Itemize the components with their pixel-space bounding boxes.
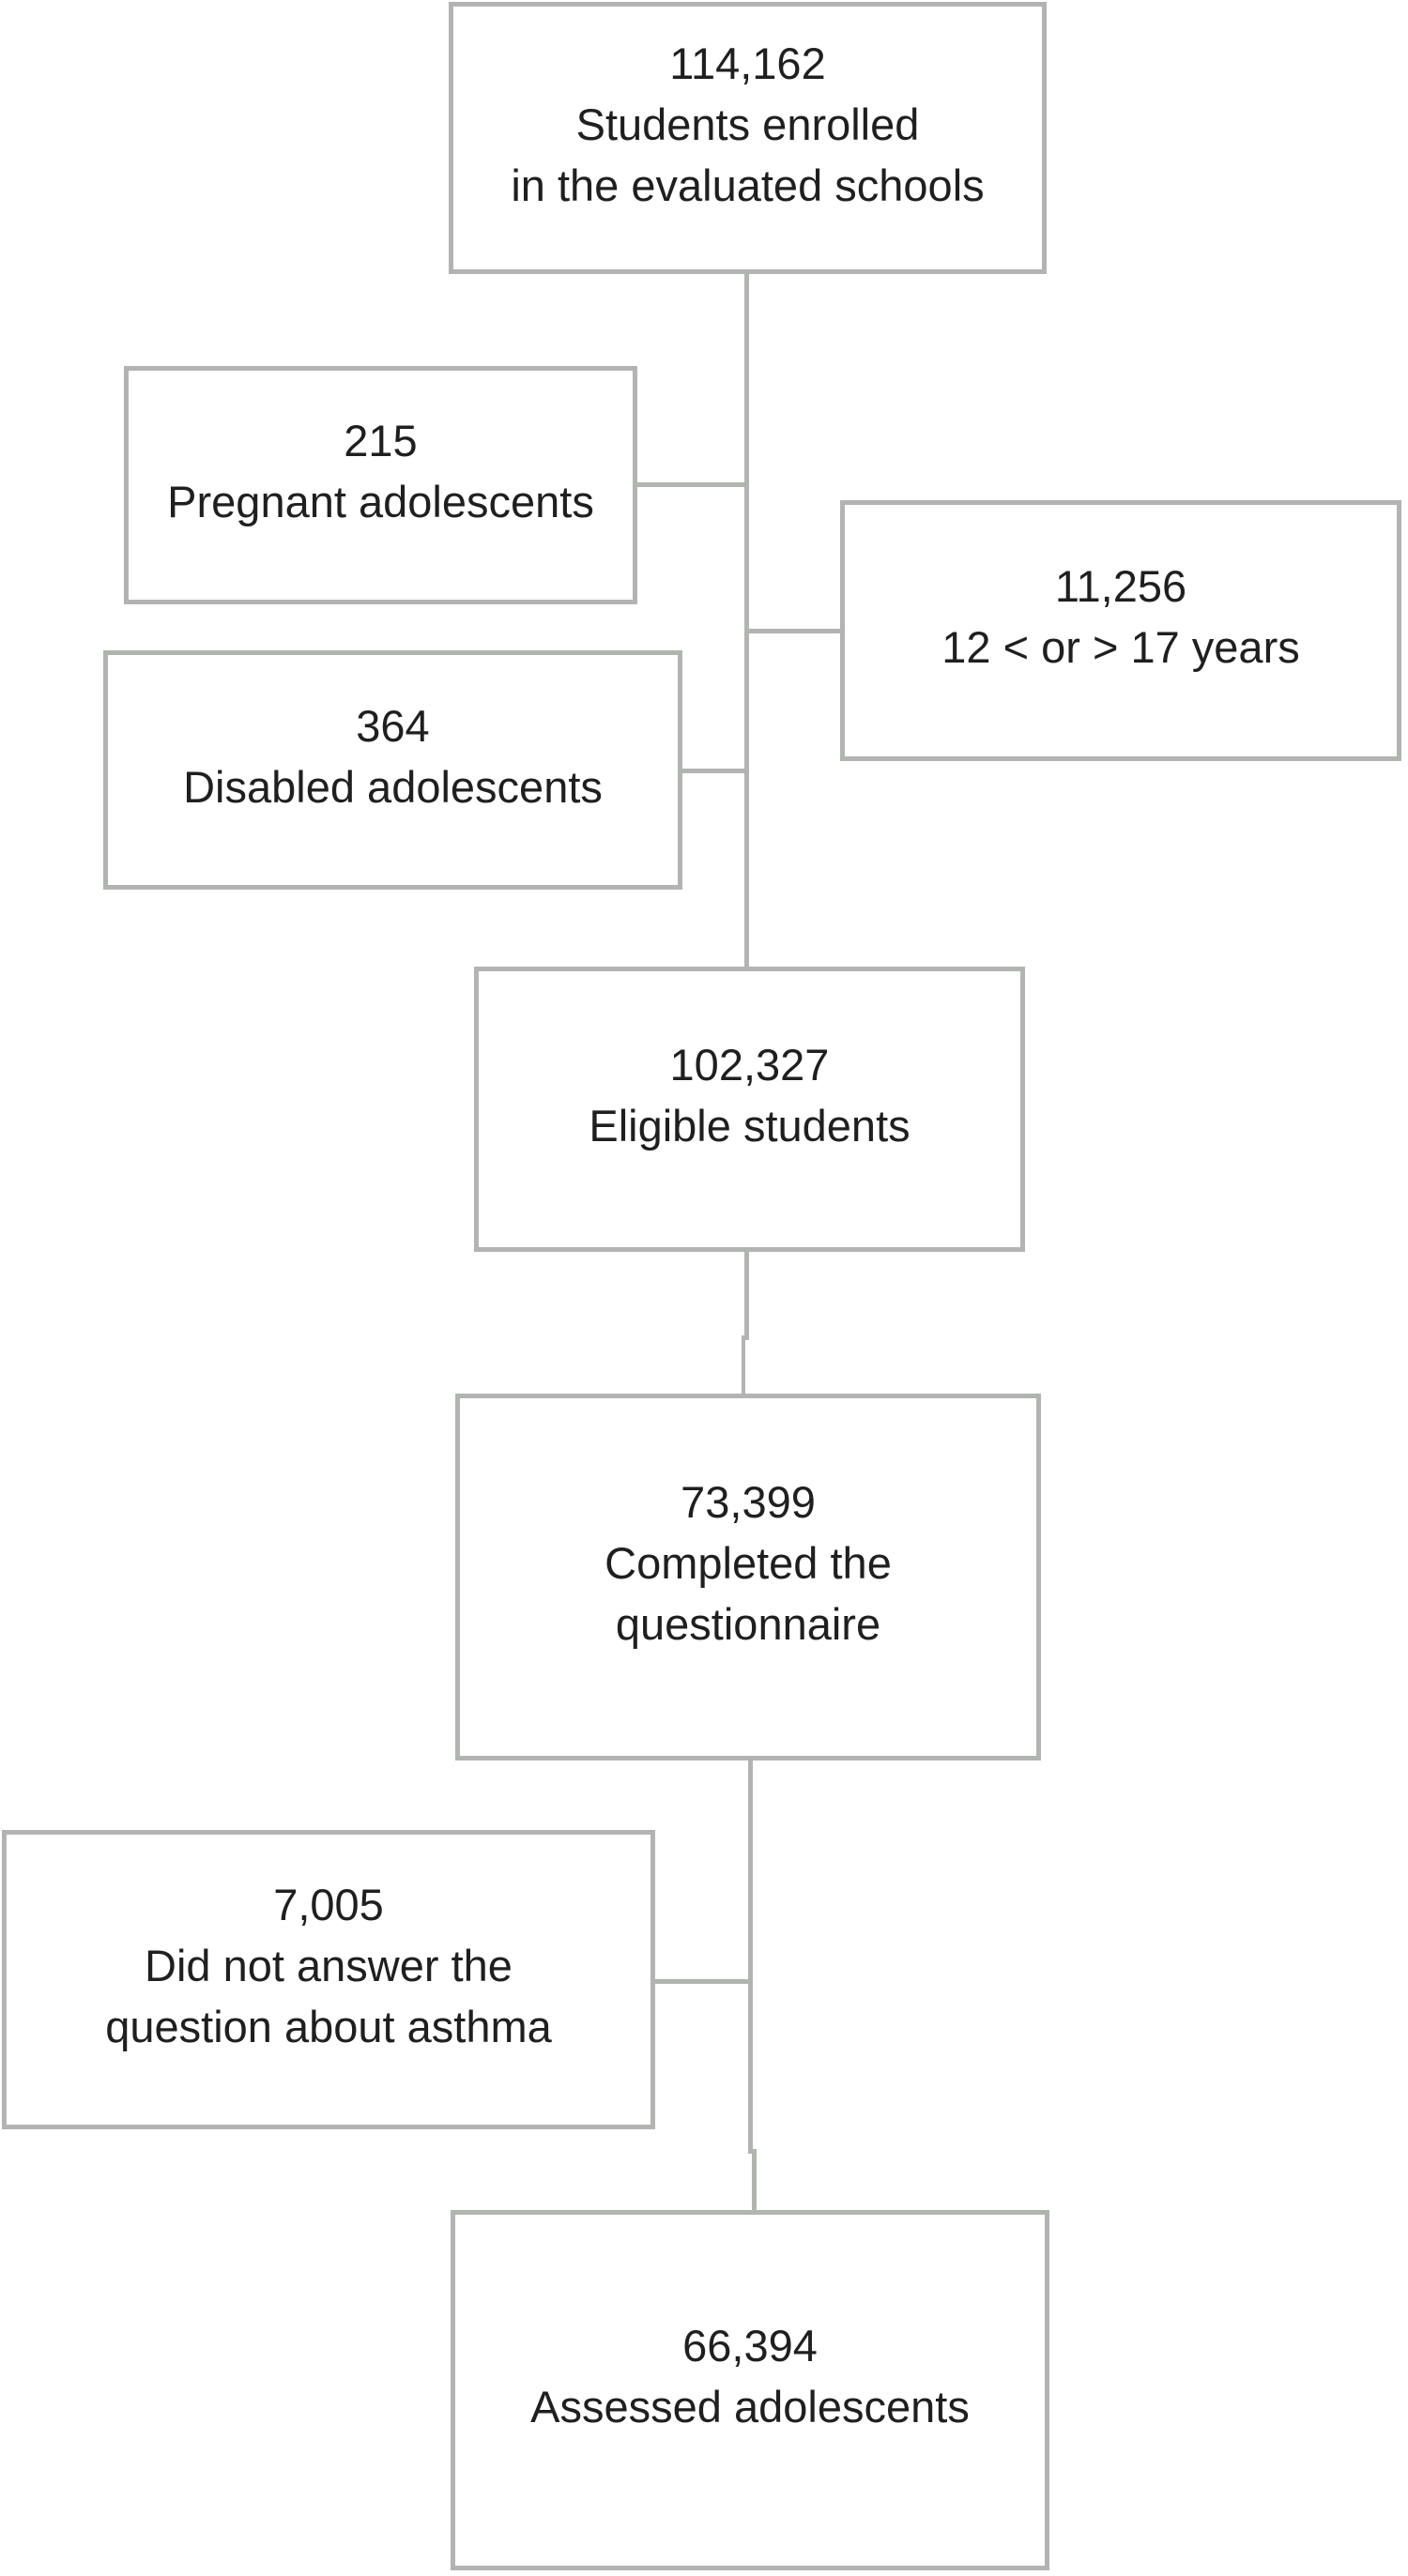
disabled-label: Disabled adolescents <box>183 761 603 812</box>
box-age-exclusion: 11,256 12 < or > 17 years <box>840 500 1401 761</box>
connector-no-answer-branch <box>653 1979 752 1984</box>
enrolled-label: Students enrolled <box>575 99 920 149</box>
connector-eligible-to-questionnaire-lower <box>742 1335 745 1394</box>
connector-eligible-to-questionnaire-upper <box>744 1251 749 1340</box>
box-disabled-adolescents: 364 Disabled adolescents <box>103 650 682 890</box>
enrolled-label2: in the evaluated schools <box>511 160 985 210</box>
disabled-count: 364 <box>356 700 430 751</box>
connector-pregnant-branch <box>635 482 749 487</box>
assessed-count: 66,394 <box>682 2321 818 2370</box>
questionnaire-label: Completed the <box>605 1538 892 1588</box>
age-label: 12 < or > 17 years <box>941 622 1300 672</box>
no-answer-label2: question about asthma <box>105 2002 552 2051</box>
box-pregnant-adolescents: 215 Pregnant adolescents <box>124 366 637 604</box>
connector-questionnaire-to-assessed-upper <box>748 1760 753 2154</box>
connector-enrolled-to-eligible <box>744 274 749 968</box>
box-students-enrolled: 114,162 Students enrolled in the evaluat… <box>449 2 1047 274</box>
box-did-not-answer-asthma: 7,005 Did not answer the question about … <box>2 1830 655 2129</box>
eligible-label: Eligible students <box>589 1101 911 1151</box>
connector-questionnaire-to-assessed-lower <box>752 2149 757 2210</box>
enrolled-count: 114,162 <box>669 38 826 88</box>
eligible-count: 102,327 <box>669 1040 830 1090</box>
connector-age-branch <box>747 629 840 633</box>
age-count: 11,256 <box>1054 561 1187 611</box>
box-assessed-adolescents: 66,394 Assessed adolescents <box>451 2210 1049 2570</box>
pregnant-count: 215 <box>344 416 418 465</box>
assessed-label: Assessed adolescents <box>530 2382 970 2431</box>
connector-disabled-branch <box>681 769 749 773</box>
questionnaire-count: 73,399 <box>681 1477 816 1527</box>
no-answer-count: 7,005 <box>273 1880 384 1929</box>
pregnant-label: Pregnant adolescents <box>167 477 594 526</box>
no-answer-label: Did not answer the <box>145 1941 513 1990</box>
box-eligible-students: 102,327 Eligible students <box>474 967 1025 1252</box>
questionnaire-label2: questionnaire <box>615 1599 881 1649</box>
box-completed-questionnaire: 73,399 Completed the questionnaire <box>455 1394 1041 1761</box>
